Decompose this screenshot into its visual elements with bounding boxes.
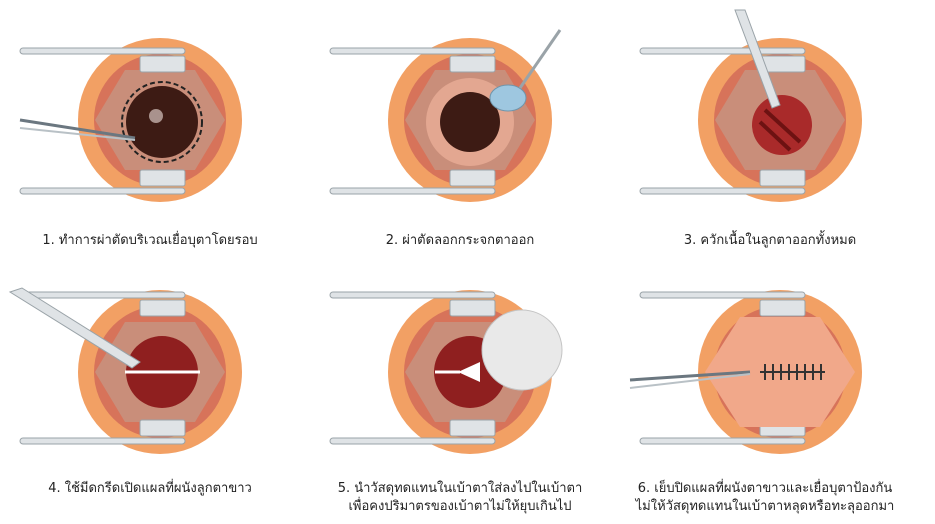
step-number: 1. bbox=[42, 233, 54, 248]
implant-icon bbox=[482, 310, 562, 390]
step-6-panel: 6. เย็บปิดแผลที่ผนังตาขาวและเยื่อบุตาป้อ… bbox=[620, 262, 920, 512]
step-6-illustration bbox=[620, 262, 920, 462]
step-1-panel: 1. ทำการผ่าตัดบริเวณเยื่อบุตาโดยรอบ bbox=[0, 0, 300, 250]
step-5-illustration bbox=[310, 262, 610, 462]
speculum-lower-blade bbox=[140, 170, 185, 186]
step-1-caption: 1. ทำการผ่าตัดบริเวณเยื่อบุตาโดยรอบ bbox=[0, 232, 300, 250]
step-3-caption: 3. ควักเนื้อในลูกตาออกทั้งหมด bbox=[620, 232, 920, 250]
highlight bbox=[149, 109, 163, 123]
step-3-panel: 3. ควักเนื้อในลูกตาออกทั้งหมด bbox=[620, 0, 920, 250]
step-4-panel: 4. ใช้มีดกรีดเปิดแผลที่ผนังลูกตาขาว bbox=[0, 262, 300, 512]
step-2-caption: 2. ผ่าตัดลอกกระจกตาออก bbox=[310, 232, 610, 250]
step-text: ทำการผ่าตัดบริเวณเยื่อบุตาโดยรอบ bbox=[59, 233, 258, 248]
step-5-caption: 5. นำวัสดุทดแทนในเบ้าตาใส่ลงไปในเบ้าตา เ… bbox=[310, 480, 610, 516]
step-6-caption: 6. เย็บปิดแผลที่ผนังตาขาวและเยื่อบุตาป้อ… bbox=[610, 480, 920, 516]
speculum-lower-rod bbox=[20, 188, 185, 194]
speculum-upper-blade bbox=[140, 56, 185, 72]
step-5-panel: 5. นำวัสดุทดแทนในเบ้าตาใส่ลงไปในเบ้าตา เ… bbox=[310, 262, 610, 512]
step-4-caption: 4. ใช้มีดกรีดเปิดแผลที่ผนังลูกตาขาว bbox=[0, 480, 300, 498]
step-1-illustration bbox=[0, 0, 300, 230]
iris bbox=[126, 86, 198, 158]
step-2-illustration bbox=[310, 0, 610, 230]
step-2-panel: 2. ผ่าตัดลอกกระจกตาออก bbox=[310, 0, 610, 250]
step-3-illustration bbox=[620, 0, 920, 230]
speculum-upper-rod bbox=[20, 48, 185, 54]
spoon-icon bbox=[490, 85, 526, 111]
step-4-illustration bbox=[0, 262, 300, 462]
